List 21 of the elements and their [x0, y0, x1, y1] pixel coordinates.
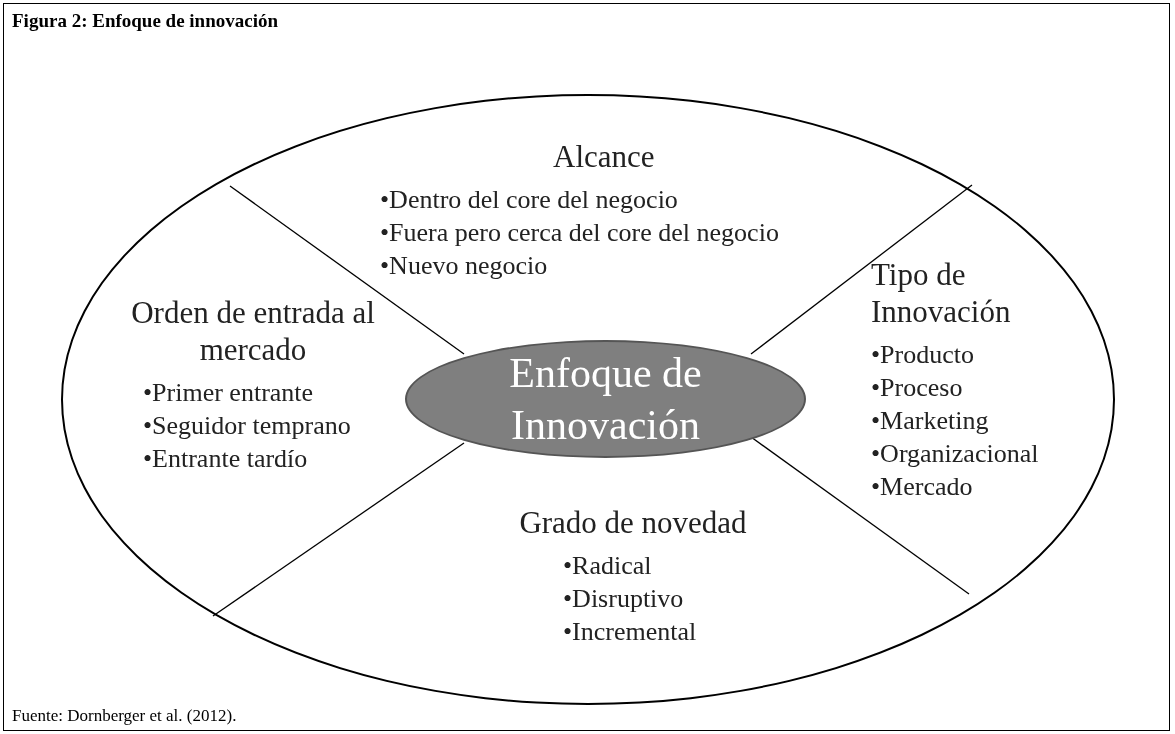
bullet-item: •Seguidor temprano — [142, 410, 352, 443]
bullet-item: •Radical — [562, 550, 653, 583]
figure-title: Figura 2: Enfoque de innovación — [12, 10, 279, 32]
sector-heading: Tipo de Innovación — [871, 256, 1012, 331]
bullet-item: •Proceso — [871, 372, 964, 405]
bullet-item: •Organizacional — [871, 438, 1040, 471]
bullet-item: •Marketing — [871, 405, 990, 438]
bullet-item: •Disruptivo — [562, 583, 685, 616]
bullet-item: •Incremental — [562, 616, 698, 649]
bullet-item: •Mercado — [871, 471, 974, 504]
source-note: Fuente: Dornberger et al. (2012). — [12, 706, 237, 726]
bullet-item: •Fuera pero cerca del core del negocio — [380, 217, 780, 250]
bullet-item: •Primer entrante — [142, 377, 315, 410]
bullet-item: •Producto — [871, 339, 975, 372]
center-ellipse: Enfoque de Innovación — [405, 340, 806, 458]
sector-heading: Orden de entrada al mercado — [130, 294, 376, 369]
bullet-item: •Dentro del core del negocio — [380, 184, 679, 217]
sector-heading: Grado de novedad — [518, 504, 748, 542]
sector-heading: Alcance — [553, 138, 656, 176]
outer-ellipse — [61, 94, 1115, 705]
bullet-item: •Entrante tardío — [142, 443, 309, 476]
